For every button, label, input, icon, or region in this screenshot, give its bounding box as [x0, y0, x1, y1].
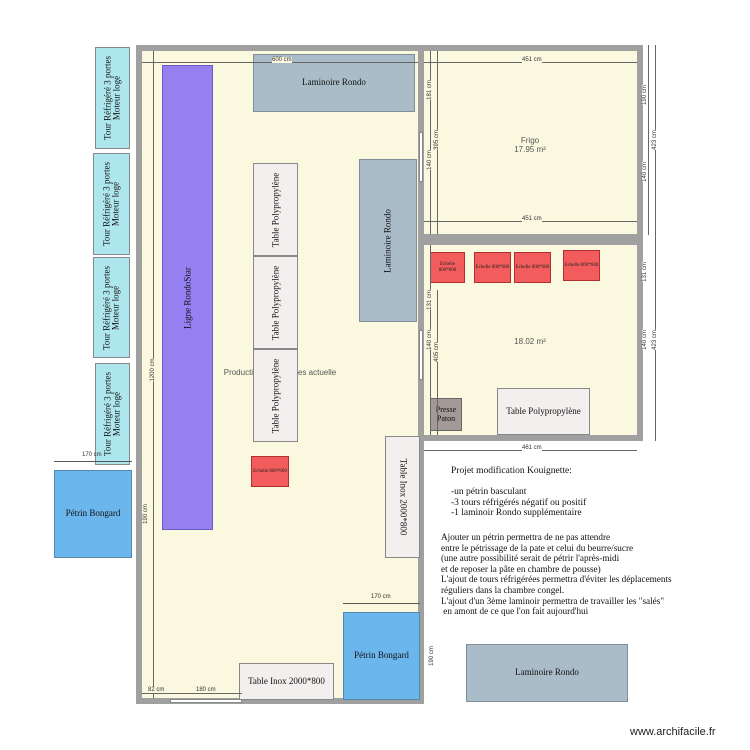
petrin-bongard-inside: Pétrin Bongard [343, 612, 420, 700]
project-title: Projet modification Kouignette: [451, 466, 572, 476]
door-bottom [170, 699, 242, 703]
petrin-bongard-outside: Pétrin Bongard [54, 470, 132, 558]
dim-inner-v5: 140 cm [427, 330, 433, 350]
watermark: www.archifacile.fr [630, 726, 716, 738]
door-lower [419, 330, 423, 380]
frigo-area: 17.95 m² [514, 145, 546, 155]
dim-petrin-width-line [343, 603, 420, 604]
dim-frigo-bottom: 451 cm [522, 216, 542, 222]
dim-left-bottom-a: 82 cm [148, 687, 165, 693]
dim-right-v3: 140 cm [642, 162, 648, 182]
outer-wall-bottom [136, 698, 421, 704]
frigo-bottom-wall [418, 234, 643, 245]
laminoir-rondo-vertical-label: Laminoire Rondo [382, 208, 393, 273]
table-inox-vertical: Table Inox 2000*800 [385, 436, 420, 558]
dim-outside-petrin-width: 170 cm [82, 452, 102, 458]
dim-outside-petrin-height: 190 cm [143, 504, 149, 524]
echelle-4: Echelle 800*600 [563, 250, 600, 281]
tour-refrigere-2-label: Tour Réfrigéré 3 portes Moteur logé [101, 161, 121, 247]
dim-right-line-2 [655, 45, 656, 441]
dim-lower-bottom: 461 cm [522, 445, 542, 451]
dim-inner-v4: 131 cm [427, 290, 433, 310]
dim-right-v5: 140 cm [642, 330, 648, 350]
table-polypropylene-1: Table Polypropylène [253, 163, 298, 256]
tour-refrigere-3: Tour Réfrigéré 3 portes Moteur logé [93, 257, 130, 358]
dim-inner-v3: 140 cm [427, 150, 433, 170]
tour-refrigere-2: Tour Réfrigéré 3 portes Moteur logé [93, 153, 130, 255]
table-polypropylene-3-label: Table Polypropylène [269, 358, 280, 433]
dim-inner-v2: 395 cm [434, 130, 440, 150]
table-polypropylene-lower: Table Polypropylène [497, 388, 590, 435]
dim-left-bottom-line [142, 693, 242, 694]
echelle-2: Echelle 800*600 [474, 252, 511, 283]
table-polypropylene-2-label: Table Polypropylène [269, 265, 280, 340]
tour-refrigere-4: Tour Réfrigéré 3 portes Moteur logé [95, 363, 130, 465]
table-polypropylene-3: Table Polypropylène [253, 349, 298, 442]
laminoir-rondo-outside: Laminoire Rondo [466, 644, 628, 702]
echelle-production: Echelle 800*600 [251, 456, 289, 487]
echelle-1: Echelle 800*600 [430, 252, 465, 283]
tour-refrigere-3-label: Tour Réfrigéré 3 portes Moteur logé [101, 265, 121, 350]
echelle-3: Echelle 800*600 [514, 252, 551, 283]
dim-inner-v1: 181 cm [427, 80, 433, 100]
table-inox-vertical-label: Table Inox 2000*800 [398, 458, 409, 536]
frigo-name: Frigo [520, 136, 540, 145]
dim-inner-line-4 [437, 290, 438, 435]
dim-inner-line-1 [430, 51, 431, 234]
table-polypropylene-2: Table Polypropylène [253, 256, 298, 349]
frigo-room [424, 51, 637, 234]
lower-room-area: 18.02 m² [514, 337, 546, 346]
tour-refrigere-1: Tour Réfrigéré 3 portes Moteur logé [95, 47, 130, 149]
lower-room-bottom-wall [418, 435, 643, 441]
table-polypropylene-1-label: Table Polypropylène [269, 172, 280, 247]
outer-wall-top [136, 45, 643, 51]
dim-petrin-width: 170 cm [371, 594, 391, 600]
door-frigo [419, 132, 423, 182]
dim-right-v6: 423 cm [652, 330, 658, 350]
table-inox-bottom: Table Inox 2000*800 [239, 663, 334, 700]
dim-petrin-height: 190 cm [429, 646, 435, 666]
dim-top-overall: 600 cm [272, 57, 292, 63]
dim-frigo-top: 451 cm [522, 57, 542, 63]
laminoir-rondo-top: Laminoire Rondo [253, 54, 415, 112]
ligne-rondostar-label: Ligne RondoStar [181, 266, 192, 329]
outer-wall-left [136, 45, 142, 704]
tour-refrigere-1-label: Tour Réfrigéré 3 portes Moteur logé [102, 55, 122, 141]
presse-paton: Presse Paton [430, 398, 462, 431]
dim-right-v1: 190 cm [642, 85, 648, 105]
dim-left-height: 1200 cm [150, 358, 156, 382]
project-paragraph: Ajouter un pétrin permettra de ne pas at… [441, 532, 672, 617]
dim-right-line-1 [648, 45, 649, 235]
project-list: -un pétrin basculant -3 tours réfrigérés… [451, 487, 587, 519]
dim-inner-v6: 405 cm [434, 342, 440, 362]
laminoir-rondo-vertical: Laminoire Rondo [359, 159, 417, 322]
ligne-rondostar: Ligne RondoStar [162, 65, 213, 530]
dim-outside-petrin-line [54, 461, 132, 462]
dim-right-v4: 131 cm [642, 262, 648, 282]
frigo-label: Frigo 17.95 m² [480, 136, 580, 154]
dim-right-v2: 423 cm [652, 130, 658, 150]
dim-left-bottom-b: 180 cm [196, 687, 216, 693]
tour-refrigere-4-label: Tour Réfrigéré 3 portes Moteur logé [102, 371, 122, 457]
